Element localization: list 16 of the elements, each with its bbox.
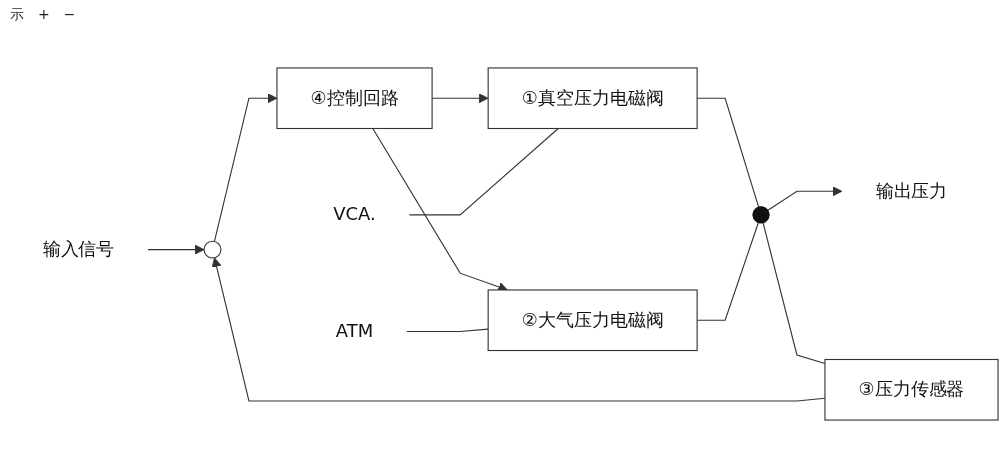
node-box: ③压力传感器 [824,358,999,421]
connector [408,127,559,216]
node-box: ①真空压力电磁阀 [487,67,698,130]
node-box: ②大气压力电磁阀 [487,289,698,352]
note-text: 示 [10,6,24,24]
note-text: − [63,6,76,24]
node-text: ATM [335,320,374,342]
node-circle [203,240,222,259]
arrow [767,186,843,212]
node-box: ④控制回路 [276,67,433,130]
connector [406,328,489,332]
node-text: 输入信号 [42,238,115,260]
node-text: 输出压力 [875,180,948,202]
arrow [147,244,205,255]
node-text: VCA. [333,203,376,225]
note-text: + [38,6,50,24]
